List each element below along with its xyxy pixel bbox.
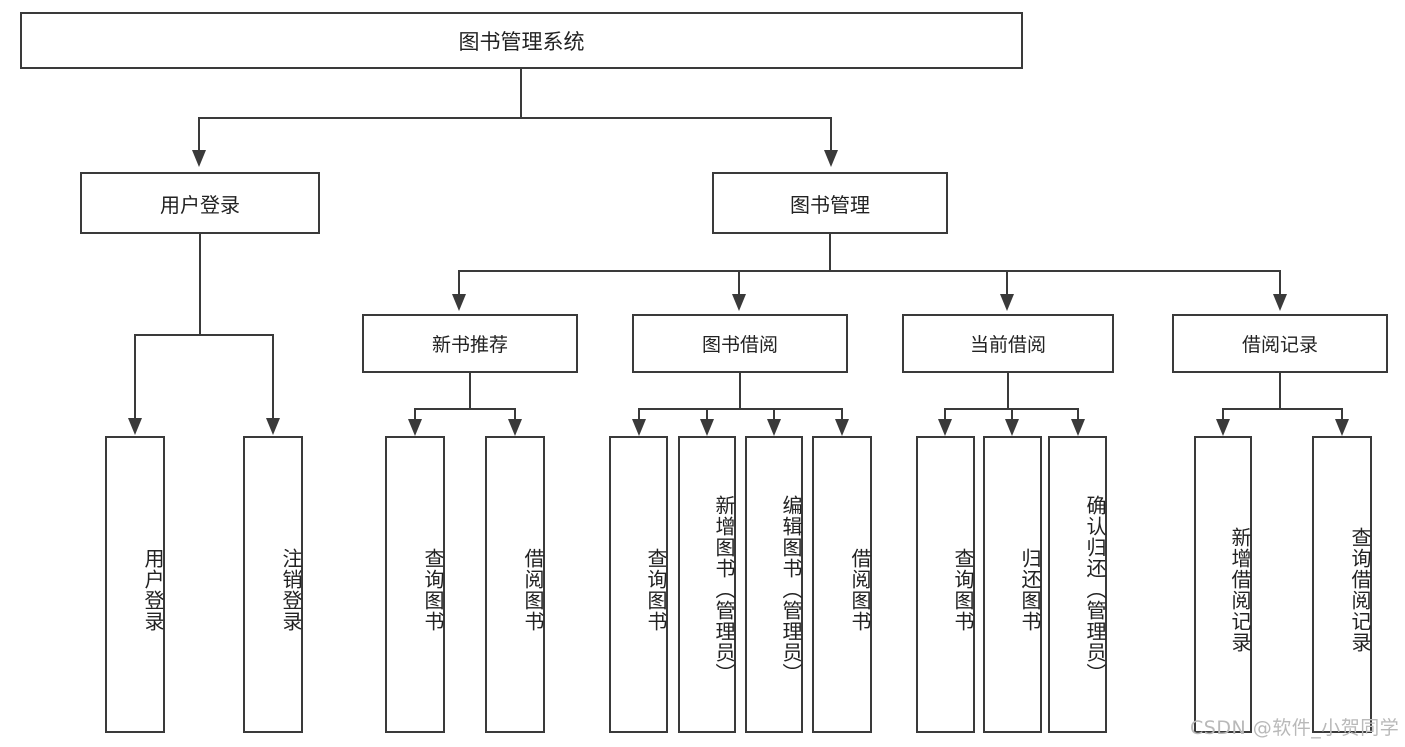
node-label: 新书推荐 xyxy=(431,334,508,356)
node-label: 编辑图书（管理员） xyxy=(779,495,803,684)
connector-books-bus xyxy=(458,270,1280,272)
arrowhead-current-leaf1 xyxy=(938,419,952,436)
arrowhead-borrow-leaf4 xyxy=(835,419,849,436)
node-label: 新增借阅记录 xyxy=(1228,526,1252,653)
node-label: 确认归还（管理员） xyxy=(1083,495,1107,684)
leaf-query-book-current[interactable]: 查询图书 xyxy=(916,436,975,733)
connector-books-to-current xyxy=(1006,270,1008,295)
arrowhead-history-leaf1 xyxy=(1216,419,1230,436)
connector-root-to-books xyxy=(830,117,832,151)
leaf-query-book-borrow[interactable]: 查询图书 xyxy=(609,436,668,733)
connector-newrec-leaf1 xyxy=(414,408,416,420)
connector-books-to-borrow xyxy=(738,270,740,295)
leaf-confirm-return-admin[interactable]: 确认归还（管理员） xyxy=(1048,436,1107,733)
node-label: 查询借阅记录 xyxy=(1348,526,1372,653)
arrowhead-borrow-leaf1 xyxy=(632,419,646,436)
node-book-borrow[interactable]: 图书借阅 xyxy=(632,314,848,373)
node-label: 借阅记录 xyxy=(1241,334,1318,356)
leaf-user-login[interactable]: 用户登录 xyxy=(105,436,165,733)
connector-root-bus xyxy=(198,117,831,119)
connector-history-stem xyxy=(1279,373,1281,408)
node-user-login[interactable]: 用户登录 xyxy=(80,172,320,234)
node-label: 借阅图书 xyxy=(848,547,872,632)
node-label: 当前借阅 xyxy=(969,334,1046,356)
connector-user-bus xyxy=(134,334,273,336)
arrowhead-user-to-logout xyxy=(266,418,280,435)
leaf-add-book-admin[interactable]: 新增图书（管理员） xyxy=(678,436,736,733)
connector-books-to-newrec xyxy=(458,270,460,295)
leaf-borrow-book-newrec[interactable]: 借阅图书 xyxy=(485,436,545,733)
node-label: 用户登录 xyxy=(141,547,165,632)
node-label: 新增图书（管理员） xyxy=(712,495,736,684)
connector-root-to-user xyxy=(198,117,200,151)
arrowhead-books-to-borrow xyxy=(732,294,746,311)
node-label: 查询图书 xyxy=(951,547,975,632)
node-label: 归还图书 xyxy=(1018,547,1042,632)
connector-newrec-leaf2 xyxy=(514,408,516,420)
node-label: 借阅图书 xyxy=(521,547,545,632)
leaf-borrow-book[interactable]: 借阅图书 xyxy=(812,436,872,733)
connector-newrec-bus xyxy=(414,408,516,410)
connector-books-to-history xyxy=(1279,270,1281,295)
connector-borrow-leaf2 xyxy=(706,408,708,420)
connector-newrec-stem xyxy=(469,373,471,408)
connector-user-stem xyxy=(199,234,201,334)
connector-current-leaf1 xyxy=(944,408,946,420)
arrowhead-current-leaf2 xyxy=(1005,419,1019,436)
arrowhead-books-to-newrec xyxy=(452,294,466,311)
node-label: 图书借阅 xyxy=(701,334,778,356)
watermark-text: CSDN @软件_小贺同学 xyxy=(1190,717,1400,739)
arrowhead-borrow-leaf2 xyxy=(700,419,714,436)
node-new-book-recommend[interactable]: 新书推荐 xyxy=(362,314,578,373)
node-label: 查询图书 xyxy=(644,547,668,632)
leaf-query-borrow-record[interactable]: 查询借阅记录 xyxy=(1312,436,1372,733)
connector-borrow-leaf1 xyxy=(638,408,640,420)
connector-borrow-stem xyxy=(739,373,741,408)
node-label: 注销登录 xyxy=(279,547,303,632)
connector-history-leaf2 xyxy=(1341,408,1343,420)
node-label: 图书管理 xyxy=(790,192,870,217)
connector-user-to-login xyxy=(134,334,136,419)
arrowhead-root-to-books xyxy=(824,150,838,167)
connector-current-leaf3 xyxy=(1077,408,1079,420)
leaf-add-borrow-record[interactable]: 新增借阅记录 xyxy=(1194,436,1252,733)
node-label: 查询图书 xyxy=(421,547,445,632)
connector-user-to-logout xyxy=(272,334,274,419)
leaf-query-book-newrec[interactable]: 查询图书 xyxy=(385,436,445,733)
arrowhead-newrec-leaf1 xyxy=(408,419,422,436)
node-borrow-history[interactable]: 借阅记录 xyxy=(1172,314,1388,373)
connector-current-stem xyxy=(1007,373,1009,408)
node-book-management[interactable]: 图书管理 xyxy=(712,172,948,234)
connector-root-stem xyxy=(520,69,522,118)
node-label: 图书管理系统 xyxy=(458,29,585,54)
arrowhead-root-to-user xyxy=(192,150,206,167)
connector-borrow-leaf4 xyxy=(841,408,843,420)
connector-history-bus xyxy=(1222,408,1342,410)
node-label: 用户登录 xyxy=(160,192,240,217)
node-current-borrow[interactable]: 当前借阅 xyxy=(902,314,1114,373)
arrowhead-newrec-leaf2 xyxy=(508,419,522,436)
connector-borrow-leaf3 xyxy=(773,408,775,420)
arrowhead-current-leaf3 xyxy=(1071,419,1085,436)
leaf-return-book[interactable]: 归还图书 xyxy=(983,436,1042,733)
arrowhead-borrow-leaf3 xyxy=(767,419,781,436)
connector-books-stem xyxy=(829,234,831,270)
connector-history-leaf1 xyxy=(1222,408,1224,420)
leaf-edit-book-admin[interactable]: 编辑图书（管理员） xyxy=(745,436,803,733)
connector-borrow-bus xyxy=(638,408,843,410)
arrowhead-user-to-login xyxy=(128,418,142,435)
connector-current-leaf2 xyxy=(1011,408,1013,420)
node-root-system[interactable]: 图书管理系统 xyxy=(20,12,1023,69)
leaf-user-logout[interactable]: 注销登录 xyxy=(243,436,303,733)
arrowhead-books-to-current xyxy=(1000,294,1014,311)
arrowhead-history-leaf2 xyxy=(1335,419,1349,436)
arrowhead-books-to-history xyxy=(1273,294,1287,311)
